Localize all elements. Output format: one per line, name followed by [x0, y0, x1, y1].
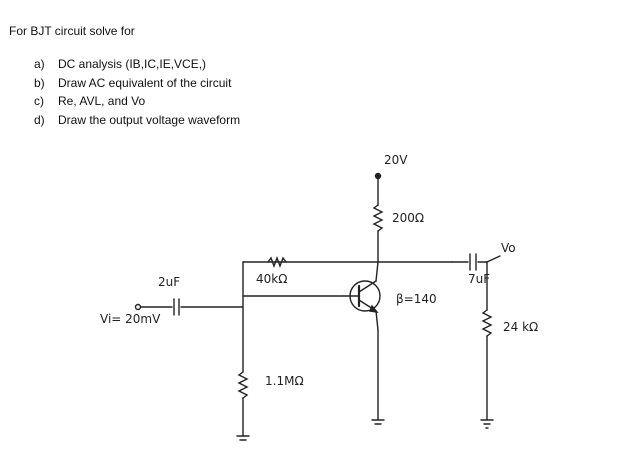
collector-resistor: [372, 204, 384, 232]
bias-resistor: [237, 371, 249, 399]
question-c: c) Re, AVL, and Vo: [34, 92, 240, 111]
question-b: b) Draw AC equivalent of the circuit: [34, 74, 240, 93]
question-c-text: Re, AVL, and Vo: [58, 94, 146, 108]
output-label: Vo: [501, 241, 516, 255]
question-d: d) Draw the output voltage waveform: [34, 111, 240, 130]
question-c-letter: c): [34, 94, 44, 108]
beta-label: β=140: [396, 292, 437, 306]
bias-resistor-label: 1.1MΩ: [265, 374, 304, 388]
collector-lead-2: [375, 261, 379, 282]
input-terminal: [134, 303, 142, 311]
vo-lead: [486, 255, 501, 263]
question-list: a) DC analysis (IB,IC,IE,VCE,) b) Draw A…: [34, 55, 240, 129]
question-a-letter: a): [34, 57, 45, 71]
transistor-collector-lead: [358, 280, 377, 293]
base-resistor: [267, 256, 287, 268]
input-source-label: Vi= 20mV: [100, 312, 161, 326]
emitter-lead-2: [375, 310, 379, 331]
collector-resistor-label: 200Ω: [392, 211, 424, 225]
input-capacitor-label: 2uF: [158, 275, 180, 289]
base-resistor-label: 40kΩ: [256, 272, 287, 286]
supply-label: 20V: [384, 153, 408, 167]
question-b-letter: b): [34, 75, 45, 90]
question-b-text: Draw AC equivalent of the circuit: [58, 75, 232, 90]
output-capacitor-label: 7uF: [468, 272, 490, 286]
load-resistor-label: 24 kΩ: [503, 320, 538, 334]
problem-intro: For BJT circuit solve for: [9, 24, 135, 38]
question-d-letter: d): [34, 112, 45, 127]
question-a: a) DC analysis (IB,IC,IE,VCE,): [34, 55, 240, 74]
question-d-text: Draw the output voltage waveform: [58, 112, 241, 127]
supply-terminal: [374, 172, 382, 180]
emitter-arrow: [369, 304, 379, 313]
question-a-text: DC analysis (IB,IC,IE,VCE,): [58, 57, 207, 71]
load-resistor: [481, 309, 493, 337]
